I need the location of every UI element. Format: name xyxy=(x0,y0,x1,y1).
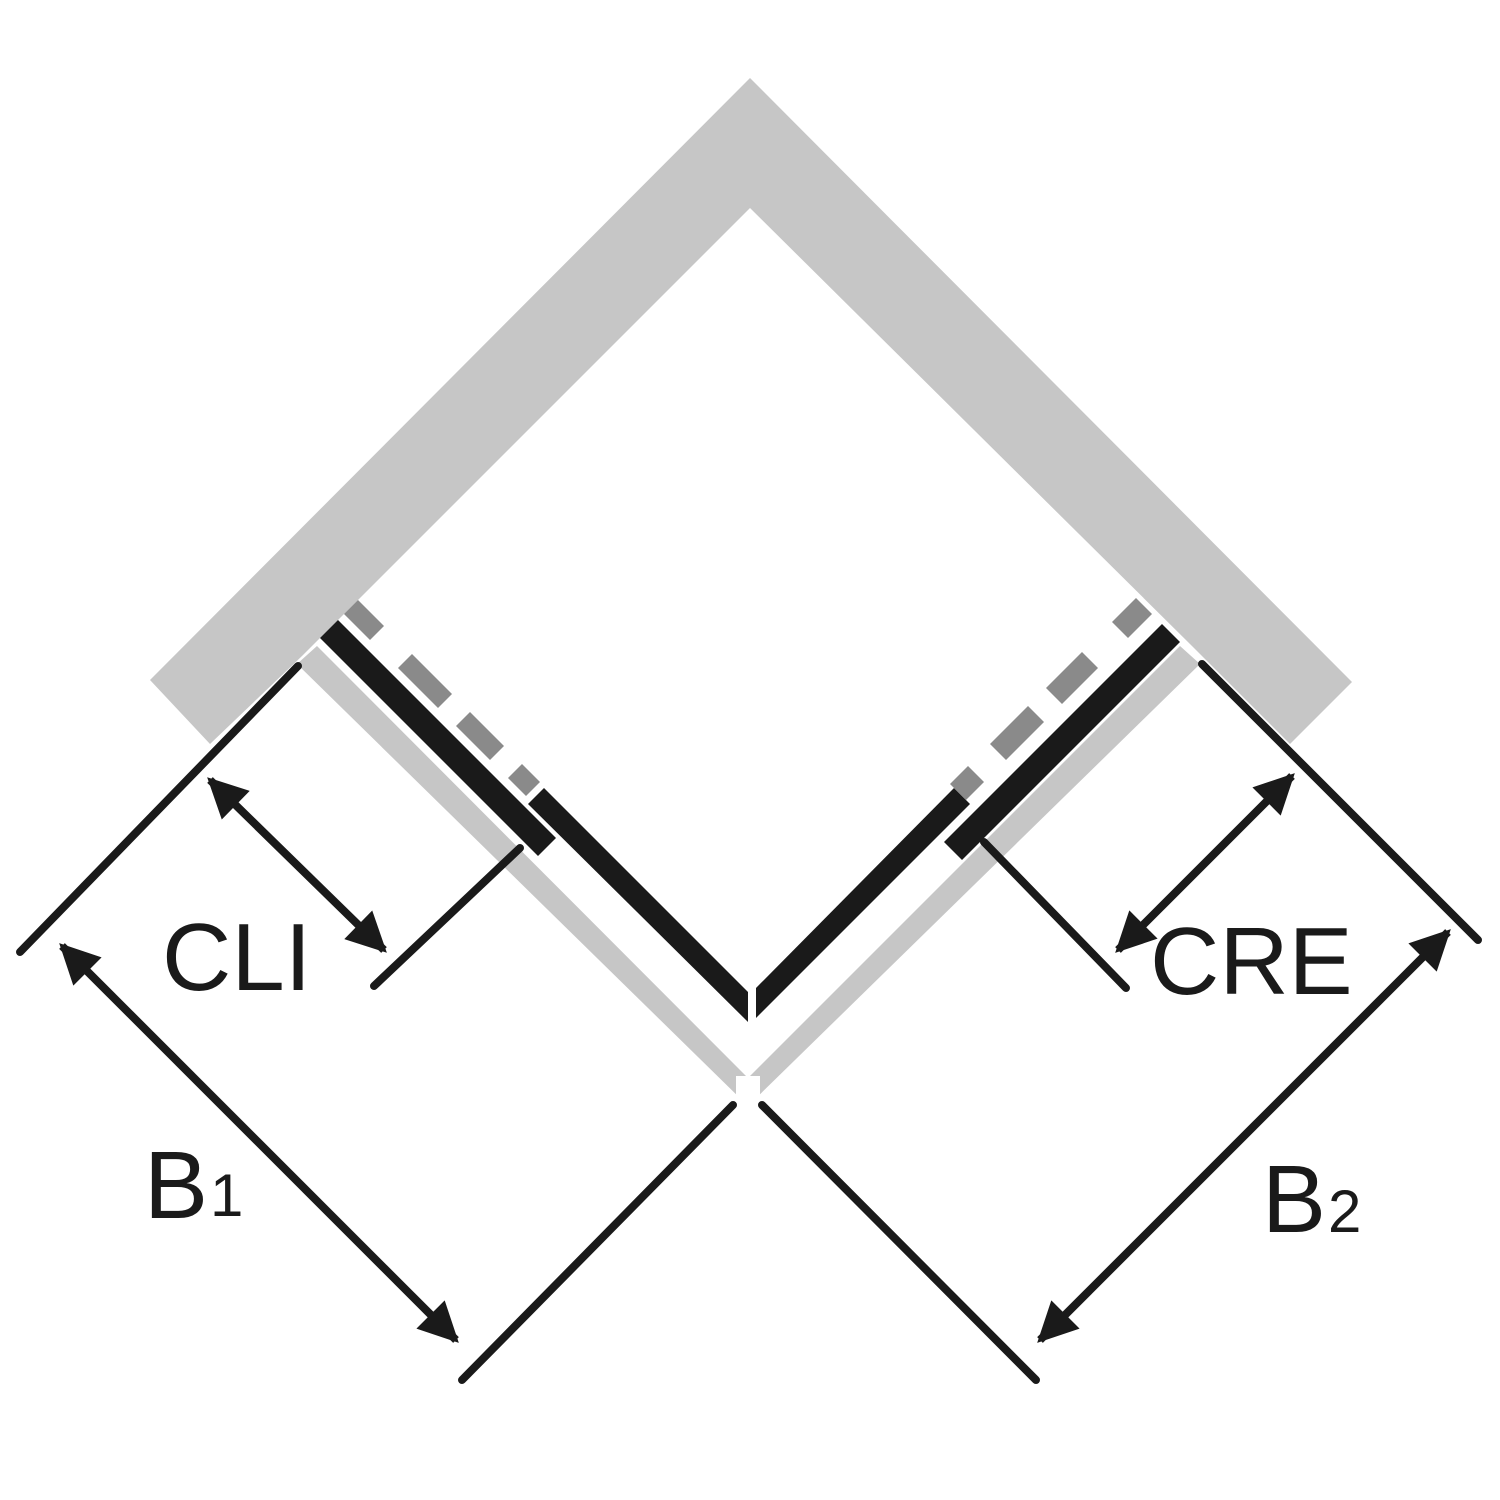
cre-label: CRE xyxy=(1150,908,1353,1015)
b1-subscript: 1 xyxy=(210,1162,243,1229)
b2-dimension-arrow xyxy=(1037,929,1451,1343)
left-glass-panel xyxy=(320,620,556,856)
wall xyxy=(150,78,1352,744)
right-door-panel xyxy=(756,788,970,1018)
b1-label: B xyxy=(144,1132,208,1239)
dimension-lines xyxy=(16,660,1482,1384)
left-door-panel xyxy=(528,788,748,1022)
right-door-swing-dashed xyxy=(950,598,1152,800)
left-door-swing-dashed xyxy=(344,600,540,796)
b2-subscript: 2 xyxy=(1328,1178,1361,1245)
b2-label: B xyxy=(1262,1146,1326,1253)
dimension-arrows xyxy=(59,773,1451,1343)
right-glass-panel xyxy=(944,624,1180,860)
cli-label: CLI xyxy=(162,904,311,1011)
cre-dimension-arrow xyxy=(1115,773,1295,953)
cli-dimension-arrow xyxy=(207,777,387,953)
tray-gap xyxy=(736,1076,760,1106)
b1-dimension-arrow xyxy=(59,943,459,1343)
